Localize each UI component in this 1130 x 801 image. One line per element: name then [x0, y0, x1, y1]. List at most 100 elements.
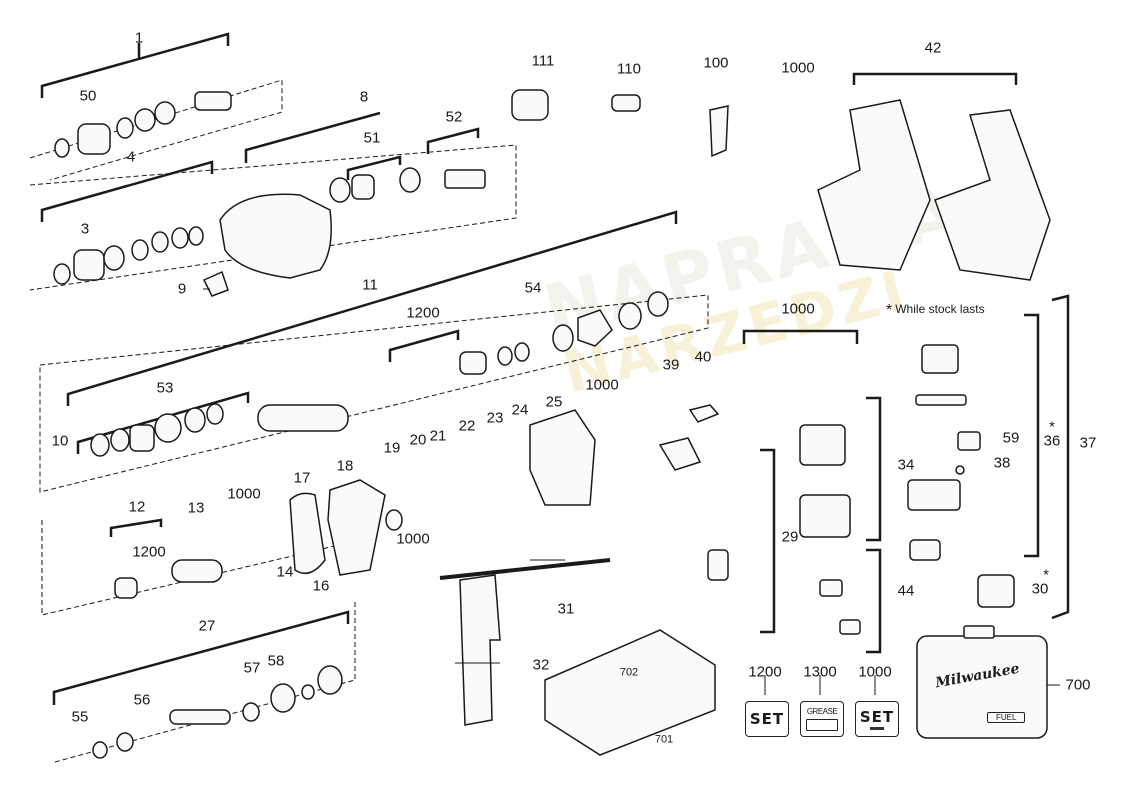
part-bearing-19	[385, 509, 403, 531]
bracket-52	[426, 127, 480, 154]
part-vent-39	[658, 437, 702, 471]
part-bushing	[301, 684, 315, 700]
callout-53: 53	[156, 379, 174, 397]
bracket-27	[52, 610, 350, 705]
callout-36: 36	[1043, 432, 1061, 450]
part-plate	[577, 309, 613, 347]
callout-20: 20	[409, 431, 427, 449]
part-electronics	[907, 479, 961, 511]
callout-702: 702	[619, 666, 639, 679]
callout-1000-d: 1000	[396, 530, 430, 548]
footnote-text: While stock lasts	[895, 302, 985, 316]
brackets	[40, 32, 1070, 705]
callout-30: 30	[1031, 580, 1049, 598]
bracket-37	[1051, 294, 1070, 620]
part-ring	[399, 167, 421, 193]
part-ring	[116, 117, 134, 139]
part-57	[242, 702, 260, 722]
callout-58: 58	[267, 652, 285, 670]
callout-51: 51	[363, 129, 381, 147]
callout-44: 44	[897, 582, 915, 600]
part-gear-disc	[317, 665, 343, 695]
part-housing-18	[327, 479, 386, 576]
part-38	[955, 465, 965, 475]
kit-box-1300: GREASE	[800, 701, 844, 737]
part-58	[270, 683, 296, 713]
callout-700: 700	[1065, 676, 1091, 694]
callout-29: 29	[781, 528, 799, 546]
part-adapter-110	[611, 94, 641, 112]
part-spindle	[194, 91, 232, 111]
callout-30-star: *	[1043, 566, 1049, 584]
kit-box-1000: SET	[855, 701, 899, 737]
frame-group-4-8	[29, 144, 517, 291]
part-selector-9	[202, 270, 229, 297]
callout-32: 32	[532, 656, 550, 674]
part-sleeve-13	[171, 559, 223, 583]
kit-1300-text: GREASE	[806, 707, 838, 716]
part-gear-53	[154, 413, 182, 443]
callout-1000-c: 1000	[227, 485, 261, 503]
callout-4: 4	[126, 148, 136, 166]
callout-100: 100	[703, 54, 729, 72]
callout-1000-e: 1000	[781, 300, 815, 318]
part-ring-group1	[54, 138, 70, 158]
bracket-11	[66, 210, 678, 406]
callout-1000-b: 1000	[585, 376, 619, 394]
part-trigger-plate	[915, 394, 967, 406]
callout-1300: 1300	[803, 663, 837, 681]
part-ring	[103, 245, 125, 271]
part-clip-52	[444, 169, 486, 189]
callout-42: 42	[924, 39, 942, 57]
part-washer	[134, 108, 156, 132]
footnote: *While stock lasts	[886, 302, 985, 320]
kit-1000-text: SET	[859, 708, 895, 726]
part-ring	[151, 231, 169, 253]
callout-23: 23	[486, 409, 504, 427]
part-washer2	[154, 101, 176, 125]
part-brush-44	[819, 579, 843, 597]
callout-50: 50	[79, 87, 97, 105]
part-bushing	[459, 351, 487, 375]
part-ring	[497, 346, 513, 366]
callout-27: 27	[198, 617, 216, 635]
callout-13: 13	[187, 499, 205, 517]
screw-icon	[870, 727, 884, 730]
bracket-42	[852, 72, 1018, 85]
part-rotor-29	[707, 549, 729, 581]
callout-16: 16	[312, 577, 330, 595]
part-gear-housing-8	[219, 193, 332, 279]
bracket-1	[40, 32, 230, 98]
callout-54: 54	[524, 279, 542, 297]
callout-8: 8	[359, 88, 369, 106]
part-case-insert-701	[544, 629, 716, 756]
callout-37: 37	[1079, 434, 1097, 452]
part-ring	[110, 428, 130, 452]
part-housing-34	[799, 494, 851, 538]
callout-3: 3	[80, 220, 90, 238]
part-ring	[514, 342, 530, 362]
bracket-8	[244, 111, 381, 163]
parts	[53, 89, 1051, 759]
part-ring	[116, 732, 134, 752]
part-chuck-111	[511, 89, 549, 121]
part-switch	[921, 344, 959, 374]
part-ring	[618, 302, 642, 330]
part-59	[957, 431, 981, 451]
part-battery-latch	[909, 539, 941, 561]
callout-38: 38	[993, 454, 1011, 472]
bracket-1200a	[388, 329, 460, 362]
bracket-44	[866, 548, 882, 654]
callout-36-star: *	[1049, 418, 1055, 436]
part-housing-half-right	[934, 109, 1051, 281]
part-depth-rod-31	[439, 558, 611, 580]
part-lock-sleeve-3	[73, 249, 105, 281]
footnote-symbol: *	[886, 302, 893, 319]
part-gear-55	[92, 741, 108, 759]
frame-group-12-18	[41, 520, 361, 616]
callout-59: 59	[1002, 429, 1020, 447]
callout-18: 18	[336, 457, 354, 475]
bracket-51	[346, 155, 402, 180]
part-chuck-sleeve-50	[77, 123, 111, 155]
frame-group-1	[29, 79, 283, 181]
